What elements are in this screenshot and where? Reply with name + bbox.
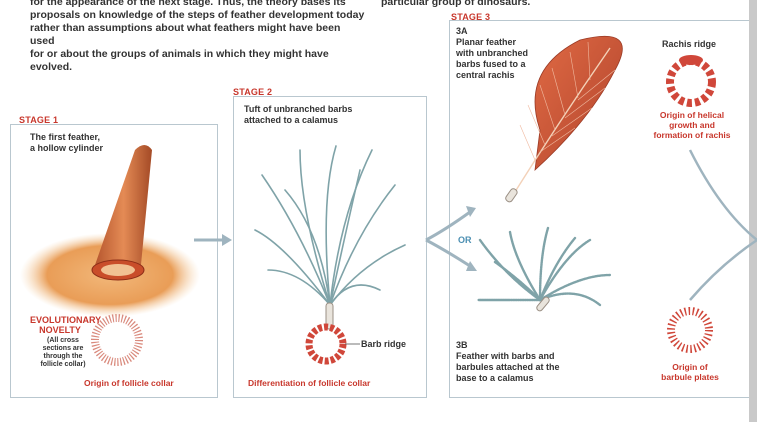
page-edge-bar bbox=[749, 0, 757, 422]
note-line: through the bbox=[43, 353, 83, 360]
stage3b-caption-line: barbules attached at the bbox=[456, 362, 560, 372]
stage1-tag: STAGE 1 bbox=[19, 115, 59, 125]
stage3b-origin-line: Origin of bbox=[672, 362, 708, 372]
stage3a-origin-line: growth and bbox=[669, 120, 715, 130]
stage2-origin-label: Differentiation of follicle collar bbox=[248, 378, 371, 388]
stage3b-calamus bbox=[536, 296, 550, 312]
stage3a-origin-line: formation of rachis bbox=[653, 130, 731, 140]
stage2-caption-line: attached to a calamus bbox=[244, 115, 339, 125]
stage2-caption-line: Tuft of unbranched barbs bbox=[244, 104, 353, 114]
novelty-line: EVOLUTIONARY bbox=[30, 315, 102, 325]
stage3b-origin-label: Origin of barbule plates bbox=[655, 362, 725, 382]
barb-ridge-label: Barb ridge bbox=[361, 339, 407, 349]
rachis-ridge-label: Rachis ridge bbox=[662, 39, 717, 49]
stage3b-illustration bbox=[476, 226, 612, 307]
stage3b-caption: 3B Feather with barbs and barbules attac… bbox=[456, 340, 560, 384]
stage3a-caption-line: central rachis bbox=[456, 70, 515, 80]
or-label: OR bbox=[458, 235, 472, 245]
intro-line: proposals on knowledge of the steps of f… bbox=[30, 9, 365, 21]
evolutionary-novelty-label: EVOLUTIONARY NOVELTY bbox=[30, 315, 102, 335]
stage1-cross-section bbox=[91, 314, 143, 366]
stage3a-caption-line: with unbranched bbox=[456, 48, 528, 58]
intro-paragraph: for the appearance of the next stage. Th… bbox=[30, 0, 365, 74]
stage1-caption-line: The first feather, bbox=[30, 132, 101, 142]
stage3b-cross-section bbox=[667, 307, 713, 353]
stage2-panel bbox=[233, 96, 427, 398]
stage3-tag: STAGE 3 bbox=[451, 12, 491, 22]
hollow-cylinder bbox=[95, 145, 152, 275]
stage3a-cross-section bbox=[666, 55, 716, 107]
novelty-line: NOVELTY bbox=[39, 325, 81, 335]
stage2-caption: Tuft of unbranched barbs attached to a c… bbox=[244, 104, 352, 126]
stage3a-caption-line: Planar feather bbox=[456, 37, 517, 47]
cross-section-note: (All cross sections are through the foll… bbox=[36, 337, 90, 369]
stage3a-origin-line: Origin of helical bbox=[659, 110, 725, 120]
stage2-tag: STAGE 2 bbox=[233, 87, 273, 97]
stage3a-caption-line: barbs fused to a bbox=[456, 59, 526, 69]
stage3a-label: 3A bbox=[456, 26, 468, 36]
stage3b-label: 3B bbox=[456, 340, 468, 350]
stage3b-origin-line: barbule plates bbox=[661, 372, 719, 382]
note-line: (All cross bbox=[47, 337, 79, 344]
stage3a-illustration bbox=[505, 35, 623, 203]
stage1-caption: The first feather, a hollow cylinder bbox=[30, 132, 103, 154]
stage1-origin-label: Origin of follicle collar bbox=[84, 378, 174, 388]
note-line: sections are bbox=[42, 345, 84, 352]
stage1-illustration bbox=[20, 145, 200, 317]
intro-right-line: particular group of dinosaurs. bbox=[381, 0, 531, 8]
stage2-illustration bbox=[254, 145, 406, 330]
note-line: follicle collar) bbox=[40, 361, 86, 368]
stage3b-caption-line: base to a calamus bbox=[456, 373, 534, 383]
intro-line: for or about the groups of animals in wh… bbox=[30, 48, 329, 73]
stage3b-caption-line: Feather with barbs and bbox=[456, 351, 555, 361]
intro-line: for the appearance of the next stage. Th… bbox=[30, 0, 346, 8]
stage2-cross-section bbox=[305, 323, 360, 365]
follicle-collar-inner bbox=[101, 264, 135, 276]
stage3a-origin-label: Origin of helical growth and formation o… bbox=[644, 110, 740, 140]
stage3a-caption: 3A Planar feather with unbranched barbs … bbox=[456, 26, 528, 81]
intro-line: rather than assumptions about what feath… bbox=[30, 22, 341, 47]
stage1-caption-line: a hollow cylinder bbox=[30, 143, 104, 153]
flow-arrows bbox=[194, 149, 757, 301]
